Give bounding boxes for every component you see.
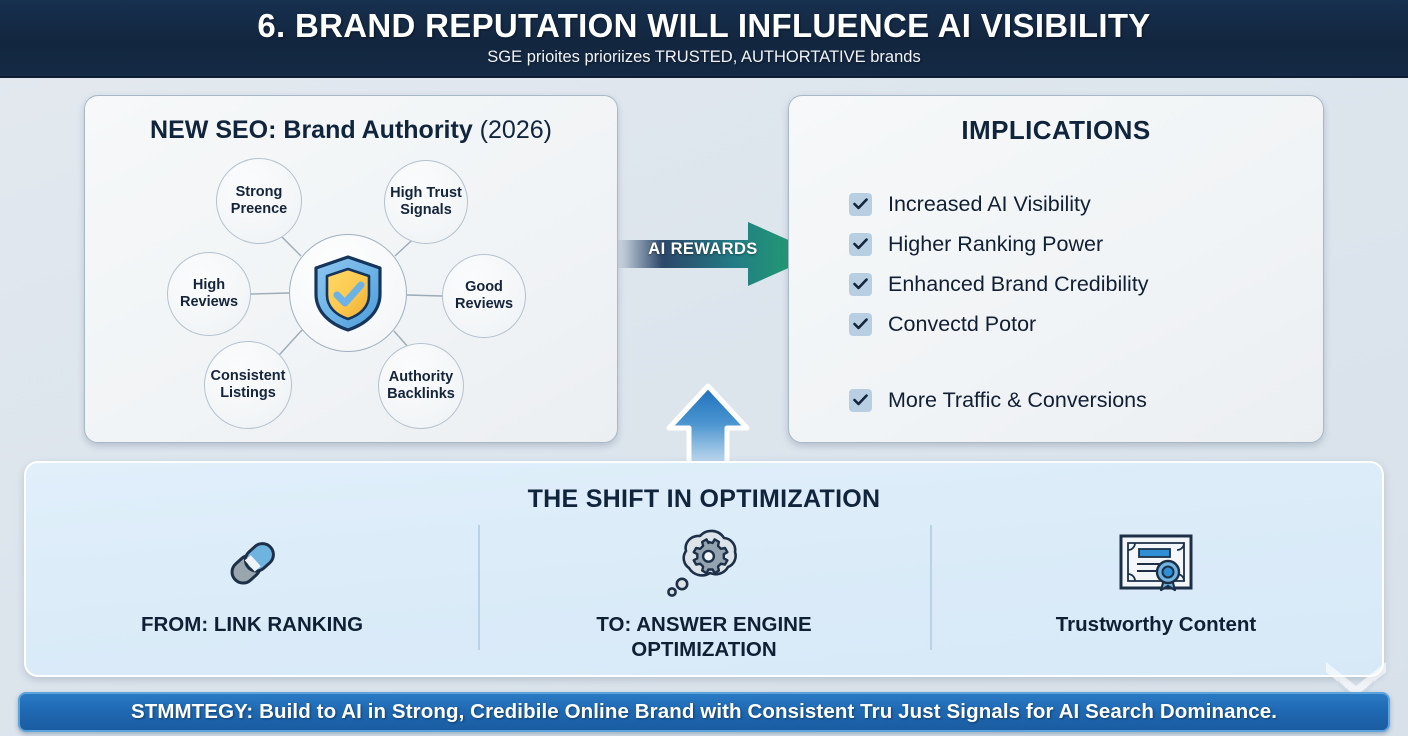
implication-label: Convectd Potor <box>888 311 1037 336</box>
shift-column-label: Trustworthy Content <box>1055 613 1257 636</box>
list-item: Increased AI Visibility <box>849 184 1303 224</box>
shield-check-icon <box>314 255 382 332</box>
ai-rewards-arrow-icon <box>618 222 820 286</box>
check-icon <box>849 192 872 216</box>
brand-authority-title-year: (2026) <box>472 116 552 144</box>
implication-label: Enhanced Brand Credibility <box>888 271 1149 296</box>
shift-column-from-link-ranking: FROM: LINK RANKING <box>26 523 478 673</box>
brand-authority-title-bold: NEW SEO: Brand Authority <box>150 116 473 144</box>
brand-authority-title: NEW SEO: Brand Authority (2026) <box>85 116 617 145</box>
list-item: More Traffic & Conversions <box>849 380 1303 420</box>
header-banner: 6. BRAND REPUTATION WILL INFLUENCE AI VI… <box>0 0 1408 78</box>
chain-link-icon <box>219 527 285 601</box>
check-icon <box>849 312 872 336</box>
implication-label: More Traffic & Conversions <box>888 387 1147 412</box>
shift-panel-title: THE SHIFT IN OPTIMIZATION <box>527 485 881 513</box>
implication-label: Higher Ranking Power <box>888 231 1104 256</box>
list-item: Convectd Potor <box>849 304 1303 344</box>
strategy-banner: STMMTEGY: Build to AI in Strong, Credibi… <box>18 692 1390 732</box>
implications-title: IMPLICATIONS <box>961 115 1151 145</box>
strategy-text: STMMTEGY: Build to AI in Strong, Credibi… <box>130 700 1278 723</box>
shift-column-trustworthy-content: Trustworthy Content <box>930 523 1382 673</box>
arrow-up-icon <box>666 383 750 468</box>
check-icon <box>849 272 872 296</box>
shift-column-label: FROM: LINK RANKING <box>140 613 364 636</box>
list-item: Higher Ranking Power <box>849 224 1303 264</box>
brand-authority-center-node <box>289 234 407 352</box>
implication-label: Increased AI Visibility <box>888 191 1091 216</box>
thought-gear-icon <box>658 527 750 601</box>
shift-columns: FROM: LINK RANKING <box>26 523 1382 673</box>
check-icon <box>849 232 872 256</box>
implications-panel: IMPLICATIONS Increased AI Visibility Hig… <box>788 95 1324 443</box>
brand-authority-panel: NEW SEO: Brand Authority (2026) <box>84 95 618 443</box>
page-subtitle: SGE prioites prioriizes TRUSTED, AUTHORT… <box>487 47 921 66</box>
check-icon <box>849 388 872 412</box>
implications-list: Increased AI Visibility Higher Ranking P… <box>849 184 1303 420</box>
certificate-icon <box>1117 527 1195 601</box>
shift-in-optimization-panel: THE SHIFT IN OPTIMIZATION FROM: LINK RAN… <box>24 461 1384 677</box>
page-title: 6. BRAND REPUTATION WILL INFLUENCE AI VI… <box>257 7 1151 45</box>
list-item: Enhanced Brand Credibility <box>849 264 1303 304</box>
